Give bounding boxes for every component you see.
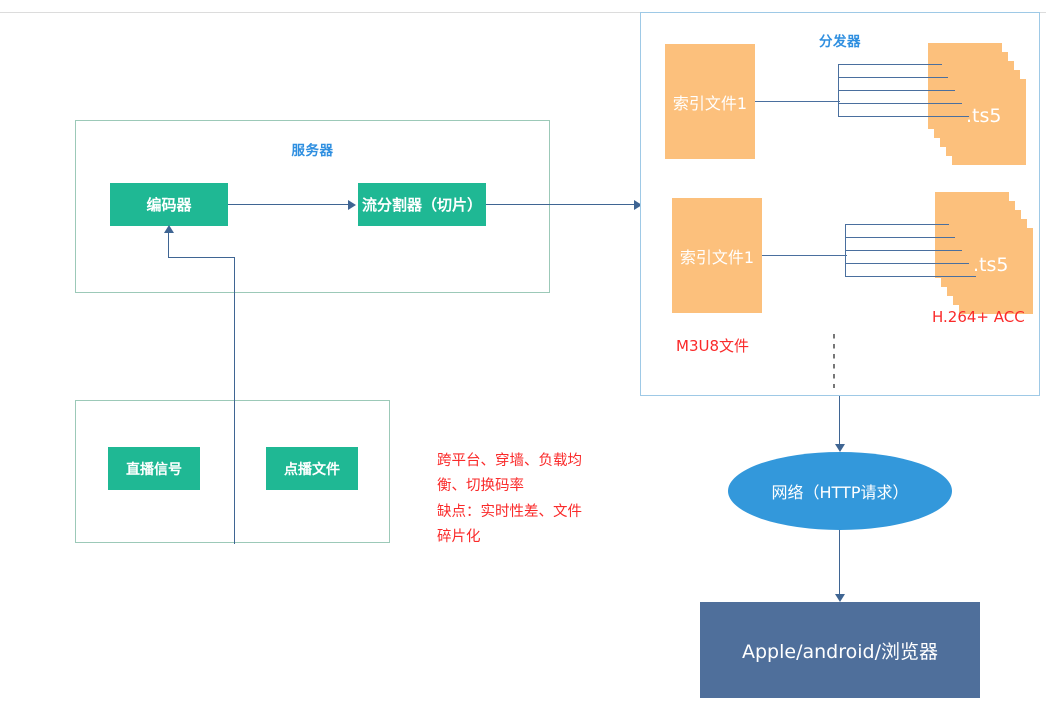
source-to-encoder-vertical-right [234,257,236,544]
fan-line [845,224,949,225]
encoder-to-slicer-arrowhead [348,200,356,210]
ts-sheet [959,228,1033,314]
fan-line [845,263,969,264]
encoder-to-slicer-line [228,204,348,206]
index-file-box-2[interactable]: 索引文件1 [672,198,762,313]
vod-file-box[interactable]: 点播文件 [266,447,358,490]
network-to-client-arrowhead [835,594,845,602]
distributor-to-network-line [839,396,841,446]
top-divider-rule [0,12,1046,13]
live-signal-label: 直播信号 [126,461,182,478]
source-to-encoder-arrowhead [164,225,174,233]
fan-line [838,90,955,91]
fan-line [845,237,955,238]
m3u8-file-label: M3U8文件 [676,337,750,355]
source-to-encoder-vertical-left [168,232,170,258]
fan-line [838,116,969,117]
fan-line [845,276,976,277]
index-to-stack-line-2 [762,255,847,256]
client-devices-box[interactable]: Apple/android/浏览器 [700,602,980,698]
fan-line [845,250,962,251]
fan-line [838,64,942,65]
client-devices-label: Apple/android/浏览器 [742,640,938,663]
distributor-group-title: 分发器 [819,34,861,50]
index-file-label-2: 索引文件1 [679,247,755,267]
ts-segment-label-2: .ts5 [973,254,1009,276]
live-signal-box[interactable]: 直播信号 [108,447,200,490]
source-to-encoder-horizontal [168,257,235,259]
index-file-label-1: 索引文件1 [672,93,748,113]
stream-slicer-box[interactable]: 流分割器（切片） [358,183,486,226]
ts-sheet [952,79,1026,165]
fan-line [838,77,948,78]
index-file-box-1[interactable]: 索引文件1 [665,44,755,159]
index-to-stack-line-1 [755,101,840,102]
slicer-to-distributor-arrowhead [634,200,642,210]
network-ellipse[interactable]: 网络（HTTP请求） [728,452,952,530]
disadvantages-note: 缺点：实时性差、文件碎片化 [437,504,582,545]
server-group-title: 服务器 [291,143,334,159]
distributor-to-network-arrowhead [835,444,845,452]
encoder-label: 编码器 [146,196,192,214]
encoder-box[interactable]: 编码器 [110,183,228,226]
fan-line [838,103,962,104]
network-label: 网络（HTTP请求） [771,483,909,502]
vod-file-label: 点播文件 [284,461,340,478]
network-to-client-line [839,530,841,595]
advantages-note: 跨平台、穿墙、负载均衡、切换码率 [437,453,582,494]
codec-label: H.264+ ACC [932,308,1025,326]
stream-slicer-label: 流分割器（切片） [361,196,482,214]
more-rows-ellipsis [833,330,835,388]
slicer-to-distributor-line [486,204,634,206]
ts-segment-label-1: .ts5 [966,105,1002,127]
